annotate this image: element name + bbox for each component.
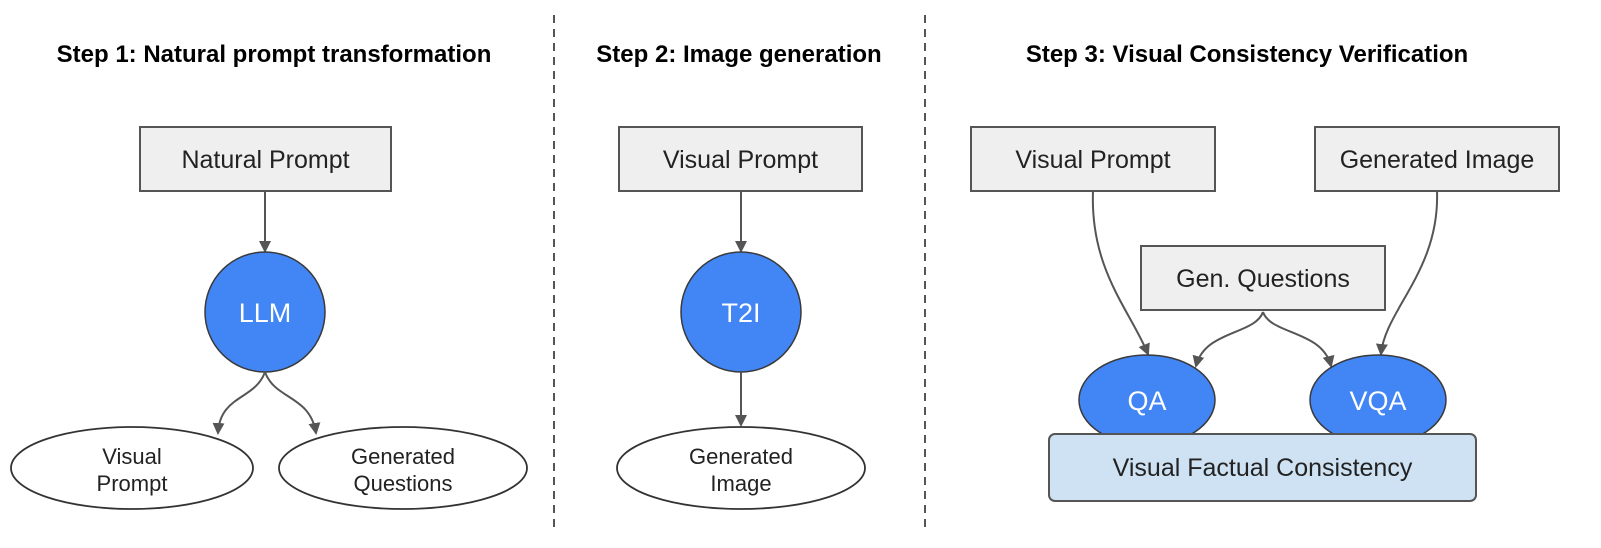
qa-label: QA: [1127, 386, 1166, 416]
visual-prompt-output-line1: Visual: [102, 444, 162, 469]
vqa-node: VQA: [1309, 354, 1447, 446]
t2i-node: T2I: [680, 251, 802, 373]
gen-questions-box-label: Gen. Questions: [1176, 265, 1350, 293]
llm-node: LLM: [204, 251, 326, 373]
gen-questions-box: Gen. Questions: [1140, 245, 1386, 311]
visual-prompt-box-step2: Visual Prompt: [618, 126, 863, 192]
natural-prompt-label: Natural Prompt: [181, 146, 349, 174]
visual-prompt-box-step2-label: Visual Prompt: [663, 146, 818, 174]
visual-factual-consistency-box: Visual Factual Consistency: [1048, 433, 1477, 502]
visual-prompt-box-step3: Visual Prompt: [970, 126, 1216, 192]
edge-generated-image-to-vqa: [1375, 190, 1439, 356]
visual-prompt-output: Visual Prompt: [10, 426, 254, 510]
generated-image-output-line1: Generated: [689, 444, 793, 469]
visual-factual-consistency-label: Visual Factual Consistency: [1113, 454, 1413, 482]
llm-label: LLM: [239, 298, 292, 328]
vqa-label: VQA: [1349, 386, 1406, 416]
generated-image-box-label: Generated Image: [1340, 146, 1535, 174]
qa-node: QA: [1078, 354, 1216, 446]
step2-title: Step 2: Image generation: [596, 41, 881, 68]
generated-image-output-line2: Image: [710, 471, 771, 496]
generated-questions-output-line1: Generated: [351, 444, 455, 469]
generated-image-output: Generated Image: [616, 426, 866, 510]
natural-prompt-box: Natural Prompt: [139, 126, 392, 192]
step3-title: Step 3: Visual Consistency Verification: [1026, 41, 1468, 68]
generated-questions-output-line2: Questions: [353, 471, 452, 496]
t2i-label: T2I: [721, 298, 760, 328]
step1-section: Step 1: Natural prompt transformation Na…: [10, 41, 528, 510]
step1-title: Step 1: Natural prompt transformation: [57, 41, 492, 68]
generated-questions-output: Generated Questions: [278, 426, 528, 510]
visual-prompt-output-line2: Prompt: [97, 471, 168, 496]
edge-llm-to-visual-prompt: [212, 371, 266, 435]
edge-visual-prompt-to-qa: [1091, 190, 1150, 356]
step2-section: Step 2: Image generation Visual Prompt T…: [596, 41, 882, 510]
edge-llm-to-generated-questions: [264, 371, 321, 435]
step3-section: Step 3: Visual Consistency Verification …: [970, 41, 1560, 502]
visual-prompt-box-step3-label: Visual Prompt: [1015, 146, 1170, 174]
edge-questions-to-vqa: [1262, 311, 1335, 368]
edge-questions-to-qa: [1192, 311, 1264, 368]
generated-image-box: Generated Image: [1314, 126, 1560, 192]
